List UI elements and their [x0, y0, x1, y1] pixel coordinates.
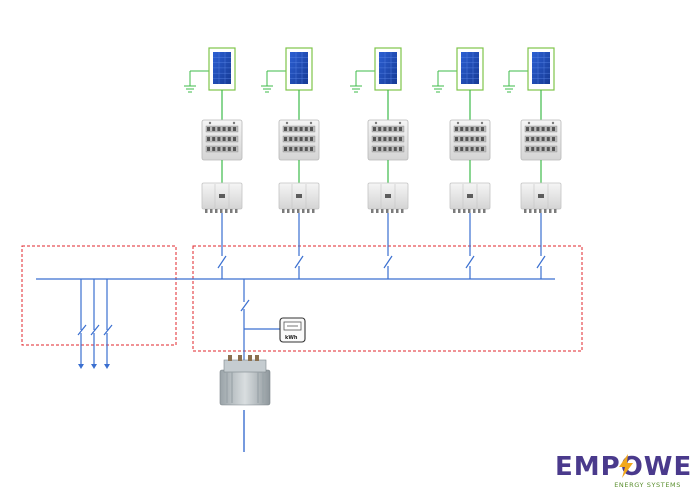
right-switchgear-enclosure: [192, 245, 583, 352]
ground-icon: [184, 70, 210, 93]
ground-icon: [261, 70, 287, 93]
transformer-icon: [219, 355, 271, 406]
pv-string-3: [350, 47, 409, 279]
inverter-icon: [278, 182, 320, 213]
combiner-box-icon: [278, 119, 320, 161]
feeder-1: [77, 279, 87, 369]
energy-meter-icon: kWh: [279, 317, 306, 343]
solar-panel-icon: [374, 47, 402, 91]
pv-string-4: [432, 47, 491, 279]
inverter-icon: [449, 182, 491, 213]
empower-logo: EMPOWER ENERGY SYSTEMS: [555, 452, 693, 496]
feeder-2-breaker: [90, 324, 100, 336]
string-breaker: [294, 255, 304, 269]
solar-panel-icon: [208, 47, 236, 91]
string-breaker: [217, 255, 227, 269]
solar-panel-icon: [285, 47, 313, 91]
combiner-box-icon: [201, 119, 243, 161]
pv-strings-group: [184, 47, 562, 279]
feeder-3-breaker: [103, 324, 113, 336]
combiner-box-icon: [520, 119, 562, 161]
feeder-1-breaker: [77, 324, 87, 336]
string-breaker: [465, 255, 475, 269]
left-feeders: [77, 279, 113, 369]
inverter-icon: [201, 182, 243, 213]
pv-string-2: [261, 47, 320, 279]
solar-panel-icon: [456, 47, 484, 91]
combiner-box-icon: [367, 119, 409, 161]
feeder-3-arrow: [104, 364, 110, 369]
left-switchgear-enclosure: [21, 245, 177, 346]
pv-string-1: [184, 47, 243, 279]
feeder-3: [103, 279, 113, 369]
main-incomer: [240, 279, 280, 368]
inverter-icon: [367, 182, 409, 213]
inverter-icon: [520, 182, 562, 213]
ground-icon: [503, 70, 529, 93]
logo-tagline: ENERGY SYSTEMS: [614, 481, 681, 489]
meter-caption: kWh: [285, 335, 298, 341]
pv-string-5: [503, 47, 562, 279]
feeder-2-arrow: [91, 364, 97, 369]
string-breaker: [383, 255, 393, 269]
ground-icon: [350, 70, 376, 93]
feeder-1-arrow: [78, 364, 84, 369]
solar-panel-icon: [527, 47, 555, 91]
string-breaker: [536, 255, 546, 269]
main-breaker: [240, 299, 250, 312]
ground-icon: [432, 70, 458, 93]
feeder-2: [90, 279, 100, 369]
lightning-bolt-icon: [619, 454, 633, 478]
combiner-box-icon: [449, 119, 491, 161]
